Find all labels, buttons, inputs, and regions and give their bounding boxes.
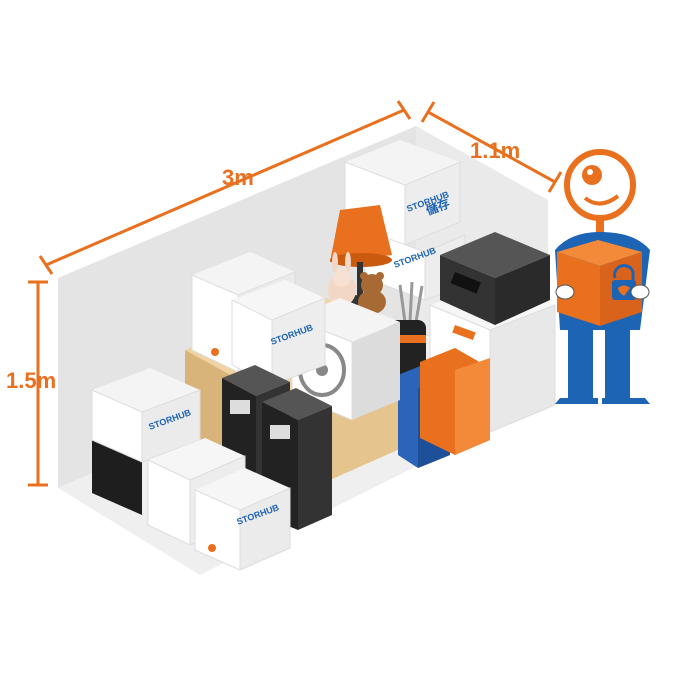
mascot-character bbox=[555, 149, 650, 404]
front-box-stack: STORHUB STORHUB bbox=[91, 368, 291, 571]
height-label: 1.5m bbox=[6, 368, 56, 393]
mascot-eye-icon bbox=[582, 165, 602, 185]
lamp-shade bbox=[330, 205, 392, 262]
suitcases bbox=[398, 348, 490, 468]
stuffed-toys bbox=[328, 252, 386, 314]
mascot-head bbox=[564, 149, 636, 221]
teddy-bear-toy bbox=[361, 274, 383, 296]
mascot-held-box bbox=[557, 240, 642, 266]
black-speaker bbox=[440, 232, 550, 325]
mid-box-stack: STORHUB bbox=[191, 252, 326, 386]
dimension-markers bbox=[28, 100, 563, 487]
padlock-icon bbox=[613, 264, 635, 282]
length-label: 3m bbox=[222, 165, 254, 190]
width-label: 1.1m bbox=[470, 138, 520, 163]
length-line bbox=[45, 108, 405, 267]
width-line bbox=[427, 110, 556, 184]
